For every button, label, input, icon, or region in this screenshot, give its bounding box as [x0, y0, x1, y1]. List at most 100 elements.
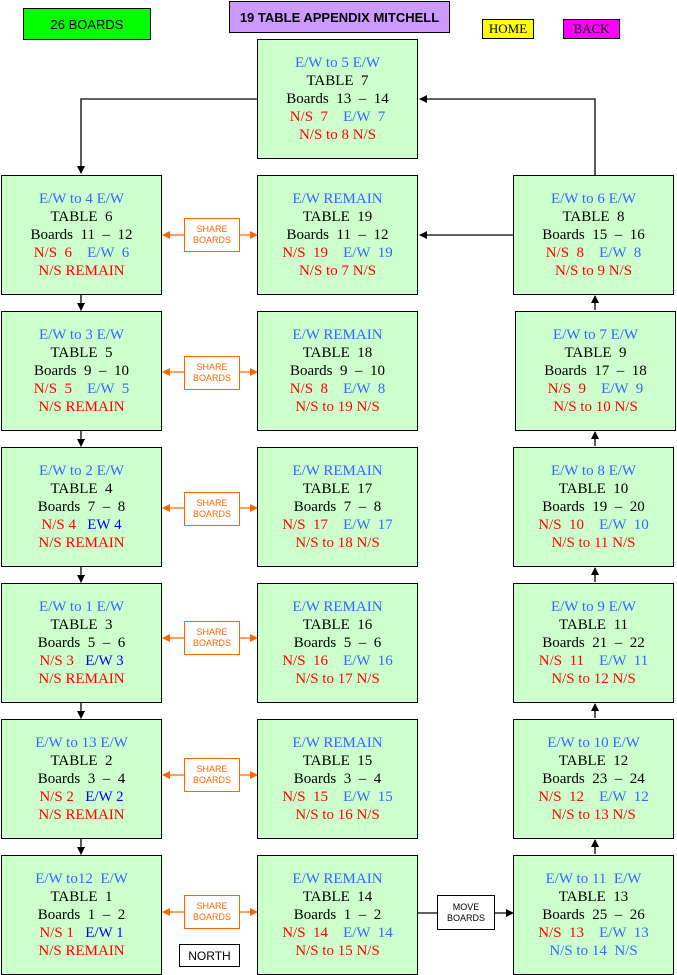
ns-movement: N/S to 16 N/S [295, 807, 380, 823]
ns-pair: N/S 16 [282, 653, 329, 669]
table-number: TABLE 1 [50, 889, 113, 905]
ew-pair: E/W 11 [599, 653, 649, 669]
ns-pair: N/S 10 [538, 517, 585, 533]
board-range: Boards 5 – 6 [37, 635, 126, 651]
table-card-7: E/W to 5 E/W TABLE 7 Boards 13 – 14 N/S … [257, 39, 418, 159]
board-range: Boards 1 – 2 [293, 907, 382, 923]
table-number: TABLE 10 [558, 481, 629, 497]
table-card-4: E/W to 2 E/W TABLE 4 Boards 7 – 8 N/S 4 … [1, 447, 162, 567]
ew-movement: E/W to 11 E/W [545, 871, 642, 887]
ns-movement: N/S REMAIN [38, 807, 125, 823]
board-range: Boards 23 – 24 [542, 771, 645, 787]
table-number: TABLE 3 [50, 617, 113, 633]
board-range: Boards 19 – 20 [542, 499, 645, 515]
ns-movement: N/S REMAIN [38, 671, 125, 687]
ns-movement: N/S REMAIN [38, 399, 125, 415]
ew-movement: E/W to 9 E/W [550, 599, 637, 615]
boards-count-button[interactable]: 26 BOARDS [23, 8, 151, 40]
table-number: TABLE 9 [564, 345, 627, 361]
board-range: Boards 3 – 4 [37, 771, 126, 787]
ns-movement: N/S to 10 N/S [553, 399, 638, 415]
table-card-19: E/W REMAIN TABLE 19 Boards 11 – 12 N/S 1… [257, 175, 418, 295]
ew-pair: E/W 3 [85, 653, 124, 669]
table-number: TABLE 18 [302, 345, 373, 361]
ns-pair: N/S 6 [33, 245, 73, 261]
table-number: TABLE 15 [302, 753, 373, 769]
table-card-3: E/W to 1 E/W TABLE 3 Boards 5 – 6 N/S 3 … [1, 583, 162, 703]
table-card-12: E/W to 10 E/W TABLE 12 Boards 23 – 24 N/… [513, 719, 674, 839]
table-card-5: E/W to 3 E/W TABLE 5 Boards 9 – 10 N/S 5… [1, 311, 162, 431]
ns-pair: N/S 3 [39, 653, 74, 669]
board-range: Boards 13 – 14 [286, 91, 389, 107]
ew-movement: E/W REMAIN [292, 735, 383, 751]
table-number: TABLE 16 [302, 617, 373, 633]
ew-pair: E/W 1 [85, 925, 124, 941]
table-number: TABLE 8 [562, 209, 625, 225]
table-number: TABLE 14 [302, 889, 373, 905]
ew-movement: E/W to12 E/W [35, 871, 128, 887]
ns-pair: N/S 1 [39, 925, 74, 941]
ew-pair: E/W 10 [599, 517, 649, 533]
ew-pair: E/W 13 [599, 925, 649, 941]
board-range: Boards 9 – 10 [290, 363, 385, 379]
ns-movement: N/S to 17 N/S [295, 671, 380, 687]
page-title: 19 TABLE APPENDIX MITCHELL [229, 1, 450, 33]
ew-pair: E/W 15 [343, 789, 393, 805]
ns-pair: N/S 5 [33, 381, 73, 397]
board-range: Boards 3 – 4 [293, 771, 382, 787]
back-button[interactable]: BACK [563, 19, 620, 39]
board-range: Boards 21 – 22 [542, 635, 645, 651]
ew-movement: E/W to 13 E/W [35, 735, 128, 751]
ew-movement: E/W to 4 E/W [38, 191, 125, 207]
ew-movement: E/W to 3 E/W [38, 327, 125, 343]
ns-movement: N/S REMAIN [38, 943, 125, 959]
ew-movement: E/W to 10 E/W [547, 735, 640, 751]
table-card-13: E/W to 11 E/W TABLE 13 Boards 25 – 26 N/… [513, 855, 674, 975]
ns-movement: N/S to 15 N/S [295, 943, 380, 959]
table-card-17: E/W REMAIN TABLE 17 Boards 7 – 8 N/S 17 … [257, 447, 418, 567]
ew-pair: E/W 7 [343, 109, 386, 125]
ew-pair: E/W 9 [601, 381, 644, 397]
board-range: Boards 1 – 2 [37, 907, 126, 923]
ns-movement: N/S to 8 N/S [298, 127, 377, 143]
board-range: Boards 7 – 8 [293, 499, 382, 515]
arrow-t7-to-t6 [77, 98, 257, 174]
ew-movement: E/W REMAIN [292, 599, 383, 615]
ns-pair: N/S 12 [538, 789, 585, 805]
home-button[interactable]: HOME [482, 19, 534, 39]
board-range: Boards 25 – 26 [542, 907, 645, 923]
ns-movement: N/S to 18 N/S [295, 535, 380, 551]
board-range: Boards 15 – 16 [542, 227, 645, 243]
ew-pair: E/W 5 [87, 381, 130, 397]
ew-pair: E/W 2 [85, 789, 124, 805]
ns-movement: N/S to 7 N/S [298, 263, 377, 279]
ns-movement: N/S to 14 N/S [549, 943, 638, 959]
ew-movement: E/W to 7 E/W [552, 327, 639, 343]
ns-pair: N/S 2 [39, 789, 74, 805]
ew-pair: E/W 12 [599, 789, 649, 805]
table-card-14: E/W REMAIN TABLE 14 Boards 1 – 2 N/S 14 … [257, 855, 418, 975]
table-number: TABLE 4 [50, 481, 113, 497]
ns-pair: N/S 19 [282, 245, 329, 261]
ns-movement: N/S REMAIN [38, 535, 125, 551]
ns-pair: N/S 14 [282, 925, 329, 941]
ew-movement: E/W to 2 E/W [38, 463, 125, 479]
ns-pair: N/S 8 [289, 381, 329, 397]
ew-movement: E/W to 5 E/W [294, 55, 381, 71]
table-card-18: E/W REMAIN TABLE 18 Boards 9 – 10 N/S 8 … [257, 311, 418, 431]
ew-pair: E/W 8 [599, 245, 642, 261]
table-card-16: E/W REMAIN TABLE 16 Boards 5 – 6 N/S 16 … [257, 583, 418, 703]
ew-pair: E/W 8 [343, 381, 386, 397]
ew-movement: E/W to 8 E/W [550, 463, 637, 479]
ns-pair: N/S 11 [538, 653, 585, 669]
ew-movement: E/W REMAIN [292, 191, 383, 207]
table-card-15: E/W REMAIN TABLE 15 Boards 3 – 4 N/S 15 … [257, 719, 418, 839]
ew-pair: E/W 14 [343, 925, 393, 941]
ns-movement: N/S to 9 N/S [554, 263, 633, 279]
